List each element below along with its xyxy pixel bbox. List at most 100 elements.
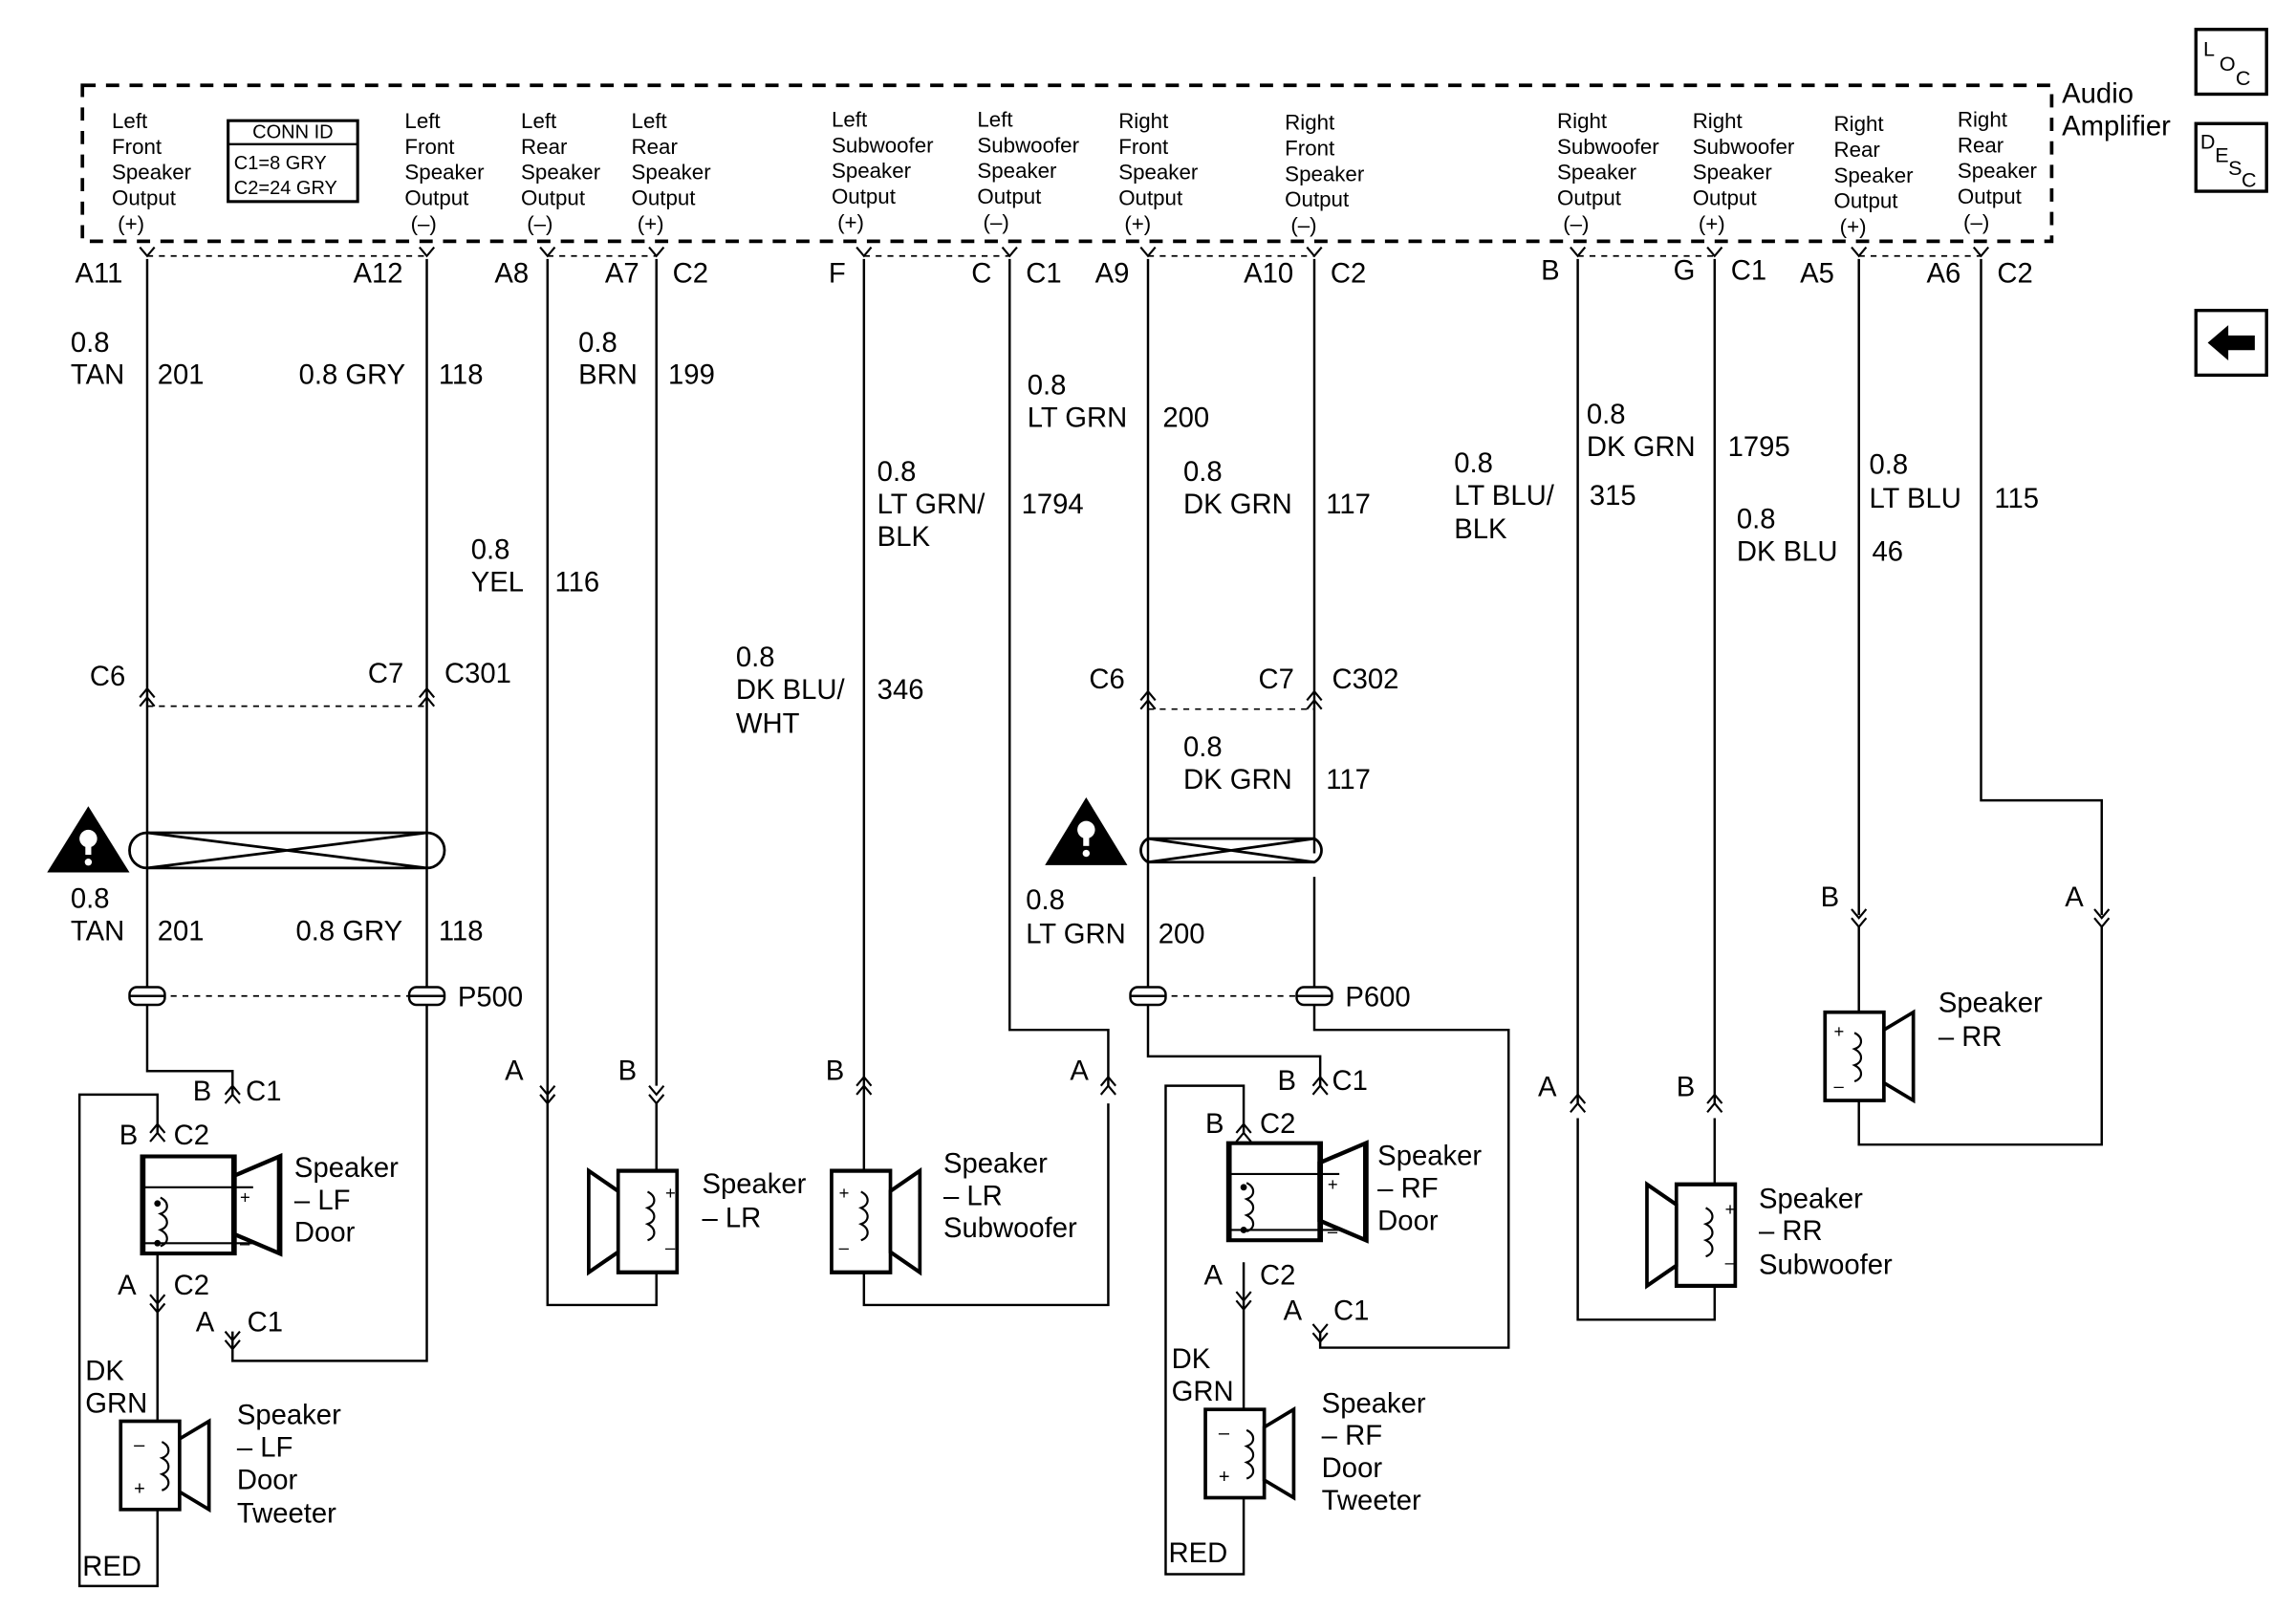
svg-text:O: O bbox=[2220, 53, 2236, 76]
pin-a6: A6 bbox=[1927, 258, 1961, 289]
svg-text:A: A bbox=[1284, 1295, 1303, 1326]
svg-text:+: + bbox=[839, 1183, 850, 1203]
svg-text:+: + bbox=[1834, 1021, 1845, 1041]
svg-text:200: 200 bbox=[1159, 919, 1205, 949]
svg-text:E: E bbox=[2215, 143, 2228, 166]
svg-text:–: – bbox=[1328, 1221, 1338, 1241]
connector-c301-pin-c6: C6 bbox=[90, 662, 125, 692]
wires bbox=[77, 258, 2103, 1588]
svg-text:Tweeter: Tweeter bbox=[237, 1499, 336, 1530]
desc-button[interactable]: D E S C bbox=[2194, 121, 2268, 193]
svg-text:DK GRN: DK GRN bbox=[1587, 432, 1696, 463]
svg-text:C2: C2 bbox=[1260, 1109, 1295, 1140]
svg-text:B: B bbox=[193, 1077, 212, 1107]
svg-text:Speaker: Speaker bbox=[702, 1169, 806, 1200]
svg-text:C2: C2 bbox=[1260, 1260, 1295, 1291]
svg-text:BLK: BLK bbox=[1454, 514, 1507, 545]
svg-text:DK BLU: DK BLU bbox=[1737, 536, 1838, 567]
svg-text:0.8: 0.8 bbox=[1028, 370, 1067, 401]
svg-text:LT GRN/: LT GRN/ bbox=[877, 490, 986, 520]
svg-text:WHT: WHT bbox=[736, 708, 800, 739]
speaker-rr-subwoofer: + – Speaker – RR Subwoofer A B bbox=[1538, 1072, 1893, 1285]
pin-c2-right: C2 bbox=[1331, 258, 1366, 289]
svg-text:199: 199 bbox=[668, 360, 715, 391]
amplifier-outline bbox=[80, 83, 2054, 244]
svg-text:Subwoofer: Subwoofer bbox=[943, 1213, 1077, 1244]
pin-a12: A12 bbox=[354, 258, 403, 289]
pin-a9: A9 bbox=[1095, 258, 1130, 289]
svg-text:– LR: – LR bbox=[702, 1203, 761, 1233]
svg-text:– LF: – LF bbox=[294, 1186, 351, 1216]
svg-text:L: L bbox=[2203, 37, 2215, 60]
svg-text:+: + bbox=[1328, 1174, 1338, 1194]
svg-text:46: 46 bbox=[1873, 536, 1904, 567]
svg-text:Door: Door bbox=[294, 1218, 356, 1249]
svg-text:0.8: 0.8 bbox=[1026, 885, 1065, 916]
svg-text:C2: C2 bbox=[174, 1121, 209, 1151]
svg-text:0.8: 0.8 bbox=[877, 457, 917, 488]
svg-text:118: 118 bbox=[439, 360, 484, 391]
loc-button[interactable]: L O C bbox=[2194, 28, 2268, 97]
pin-g: G bbox=[1674, 255, 1696, 286]
svg-text:117: 117 bbox=[1326, 490, 1371, 520]
speaker-lr-subwoofer: + – Speaker – LR Subwoofer B A bbox=[826, 1056, 1089, 1272]
svg-text:– RR: – RR bbox=[1759, 1216, 1823, 1247]
svg-text:116: 116 bbox=[554, 568, 599, 599]
svg-text:Tweeter: Tweeter bbox=[1322, 1486, 1421, 1516]
pin-a5: A5 bbox=[1800, 258, 1834, 289]
svg-text:– RF: – RF bbox=[1322, 1421, 1382, 1451]
svg-text:0.8: 0.8 bbox=[1587, 400, 1626, 430]
back-button[interactable] bbox=[2194, 308, 2268, 378]
svg-text:BRN: BRN bbox=[578, 360, 638, 391]
svg-text:117: 117 bbox=[1326, 765, 1371, 795]
svg-text:S: S bbox=[2228, 157, 2242, 180]
svg-text:A: A bbox=[1204, 1260, 1224, 1291]
svg-text:–: – bbox=[1219, 1423, 1230, 1444]
svg-text:– RR: – RR bbox=[1939, 1022, 2003, 1053]
svg-text:LT GRN: LT GRN bbox=[1026, 919, 1126, 949]
svg-text:D: D bbox=[2200, 130, 2216, 153]
svg-text:C1: C1 bbox=[246, 1077, 281, 1107]
svg-text:C2: C2 bbox=[174, 1271, 209, 1301]
conn-id-c2: C2=24 GRY bbox=[234, 178, 337, 199]
svg-text:A: A bbox=[505, 1056, 524, 1086]
inline-connector-icon bbox=[128, 986, 1333, 1007]
svg-text:RED: RED bbox=[1169, 1538, 1228, 1569]
conn-id-box: CONN ID C1=8 GRY C2=24 GRY bbox=[227, 119, 359, 204]
svg-text:C: C bbox=[2236, 67, 2251, 90]
svg-text:A: A bbox=[118, 1271, 137, 1301]
pin-a11: A11 bbox=[76, 258, 123, 289]
pin-c2-left: C2 bbox=[673, 258, 708, 289]
svg-text:Door: Door bbox=[1377, 1206, 1439, 1236]
svg-text:B: B bbox=[1677, 1072, 1696, 1102]
svg-text:DK: DK bbox=[85, 1356, 124, 1386]
svg-text:0.8 GRY: 0.8 GRY bbox=[299, 360, 406, 391]
connector-c301-pin-c7: C7 bbox=[368, 659, 403, 689]
pin-f: F bbox=[829, 258, 846, 289]
svg-text:–: – bbox=[1725, 1252, 1736, 1272]
svg-text:Speaker: Speaker bbox=[943, 1148, 1048, 1179]
svg-text:DK BLU/: DK BLU/ bbox=[736, 675, 846, 706]
svg-text:201: 201 bbox=[158, 916, 205, 947]
conn-id-c1: C1=8 GRY bbox=[234, 153, 327, 174]
svg-text:0.8: 0.8 bbox=[1183, 732, 1223, 763]
svg-text:A: A bbox=[1070, 1056, 1089, 1086]
svg-text:0.8: 0.8 bbox=[736, 642, 775, 673]
connector-chevrons bbox=[139, 246, 2111, 1351]
pin-c: C bbox=[971, 258, 991, 289]
svg-text:+: + bbox=[665, 1183, 676, 1203]
svg-text:DK: DK bbox=[1172, 1344, 1211, 1375]
svg-text:Speaker: Speaker bbox=[1377, 1142, 1482, 1172]
svg-text:1794: 1794 bbox=[1022, 490, 1084, 520]
svg-text:B: B bbox=[1821, 882, 1840, 913]
connector-c302-label: C302 bbox=[1332, 664, 1398, 695]
svg-text:1795: 1795 bbox=[1728, 432, 1790, 463]
svg-text:+: + bbox=[1219, 1467, 1230, 1488]
svg-text:346: 346 bbox=[877, 675, 924, 706]
